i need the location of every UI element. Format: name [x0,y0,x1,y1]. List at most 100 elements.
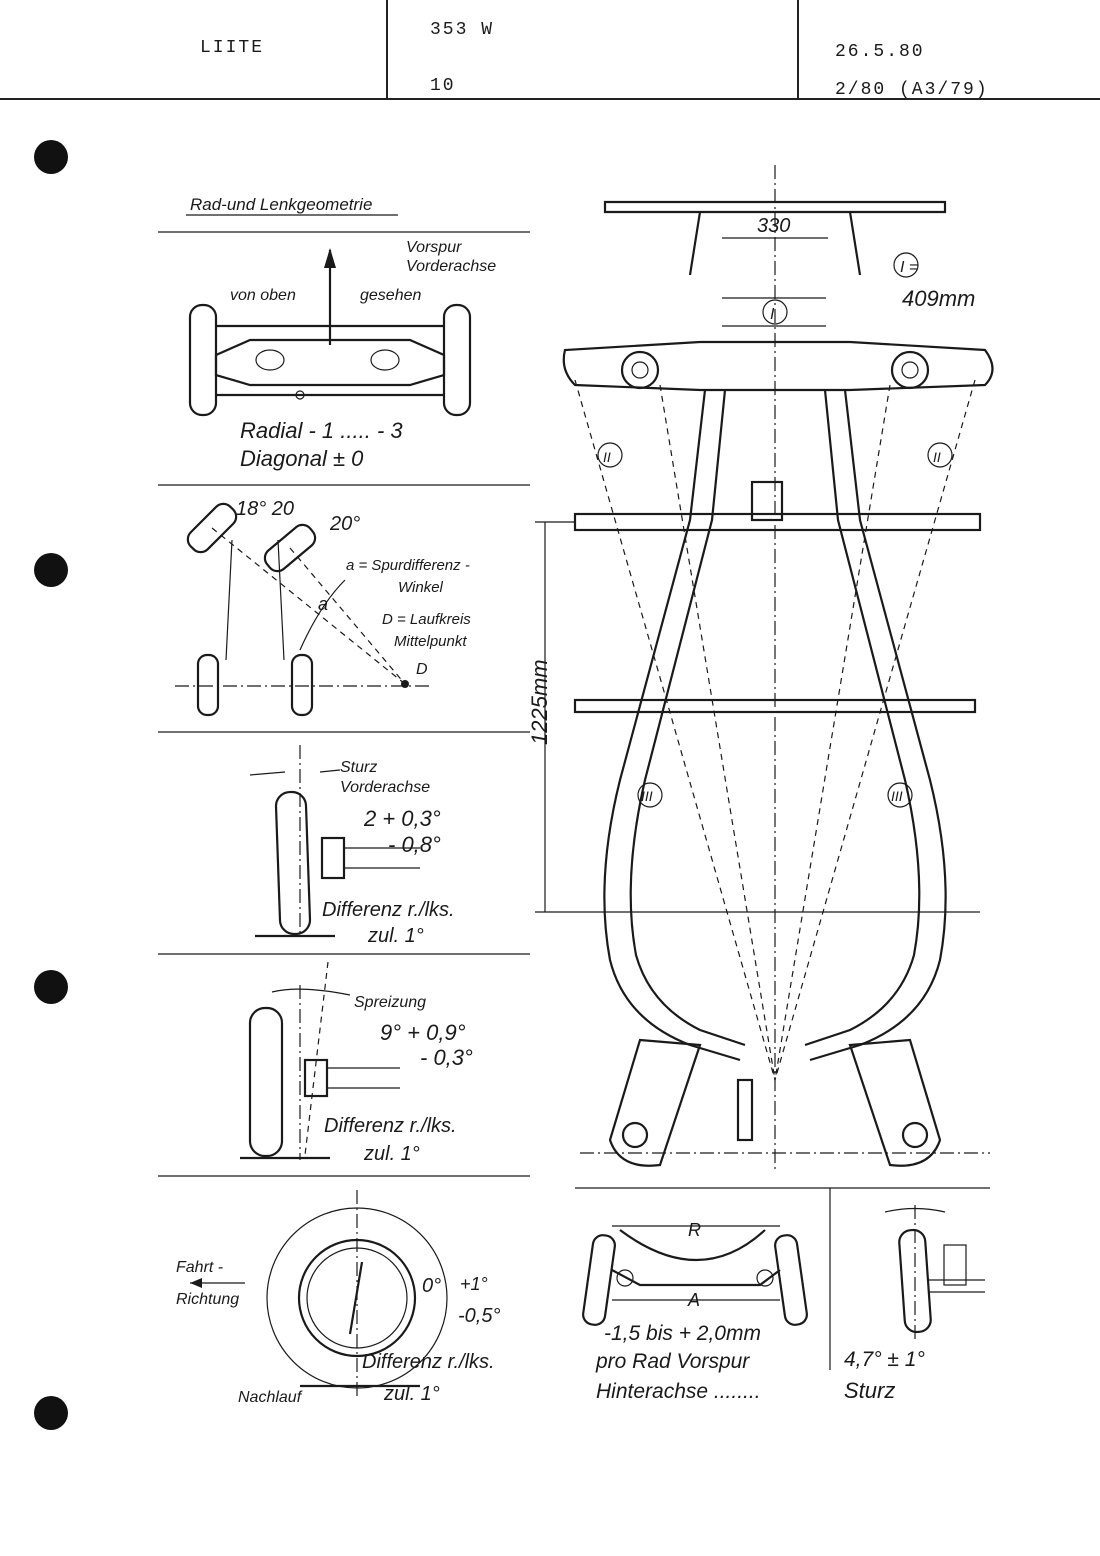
wheel-front-right [442,303,472,417]
wheel-rear-toe-right [774,1234,808,1326]
front-pivot-right [890,350,930,390]
rear-axle-joint [756,1269,774,1287]
rear-a: A [687,1290,700,1310]
header-edition: 2/80 (A3/79) [835,80,989,100]
camber-arrow [319,769,341,773]
fahrt-arrow-head [190,1278,202,1288]
camber-sturz: Sturz [340,759,377,776]
steer-alpha-label2: Winkel [398,579,444,596]
radius-line-outer [211,527,406,685]
diagonal-left [574,379,776,1081]
rear-axle-arc [619,1229,766,1262]
stub-axle [327,1067,400,1089]
caster-minus: -0,5° [458,1305,500,1327]
label-circle-II [927,442,953,468]
steer-alpha-label: a = Spurdifferenz - [346,557,470,574]
label-I-value: 409mm [902,286,975,311]
rear-camber-value: 4,7° ± 1° [844,1348,925,1371]
wheel-rear-toe-left [582,1234,616,1326]
rear-r: R [688,1220,701,1240]
label-circle-I [762,299,788,325]
label-II-right: II [933,449,941,465]
label-I-eq: I = [900,259,918,276]
steer-angle-inner: 20° [329,513,360,535]
kpi-zul: zul. 1° [363,1143,420,1165]
kpi-diff: Differenz r./lks. [324,1115,457,1137]
wheel-camber [274,790,312,936]
axle-beam [214,338,446,387]
tie-rod-joint [295,390,305,400]
rear-pro-rad: pro Rad Vorspur [595,1350,750,1373]
axle-pivot [255,349,285,371]
stub-axle [344,847,420,869]
rear-axle-joint [616,1269,634,1287]
kingpin-diagram: Spreizung 9° + 0,9° - 0,3° Differenz r./… [240,961,473,1165]
header-bottom-rule [0,98,1100,100]
label-circle-II [597,442,623,468]
bracket-center [750,480,784,522]
caster-nachlauf: Nachlauf [238,1389,303,1406]
front-crossmember [603,200,947,214]
wheel-rear-left [196,653,220,717]
punch-hole [34,1396,68,1430]
wheel-rear-camber [898,1228,932,1334]
toe-von-oben: von oben [230,287,296,304]
header-divider [386,0,388,100]
rear-camber-arc [884,1207,946,1213]
frame-line [225,539,233,661]
caster-plus: +1° [460,1274,488,1294]
caster-axis [348,1261,364,1335]
wheel-rear-right [290,653,314,717]
wheel-kingpin [248,1006,284,1158]
rear-arm-right [848,1038,942,1167]
rear-arm-left [608,1038,702,1167]
chassis-frame-diagram: 330 I I = 409mm 1225mm II [527,165,994,1403]
kpi-spreizung: Spreizung [354,994,426,1011]
kpi-value-minus: - 0,3° [420,1045,473,1070]
turning-center-point [401,680,409,688]
radius-line-inner [289,547,406,685]
camber-value-minus: - 0,8° [388,832,441,857]
toe-front-diagram: Vorspur Vorderachse von oben gesehen Rad… [188,239,496,471]
caster-richtung: Richtung [176,1291,239,1308]
rear-axle-beam [611,1269,781,1287]
steer-angle-outer: 18° 20 [236,498,294,520]
rear-sturz: Sturz [844,1378,895,1403]
frame-tube-right [809,389,947,1062]
rear-hinterachse: Hinterachse ........ [596,1380,761,1403]
camber-front-diagram: Sturz Vorderachse 2 + 0,3° - 0,8° Differ… [249,745,455,947]
steer-d-label: D = Laufkreis [382,611,471,628]
header-number: 10 [430,76,456,96]
toe-gesehen: gesehen [360,287,421,304]
toe-radial: Radial - 1 ..... - 3 [240,418,403,443]
frame-tube-left-inner [629,389,746,1047]
toe-diagonal: Diagonal ± 0 [240,446,364,471]
camber-value: 2 + 0,3° [363,806,441,831]
direction-arrow-head [324,248,336,268]
label-I: I [770,306,775,323]
frame-tube-right-inner [804,389,921,1047]
header-divider [797,0,799,100]
toe-vorderachse: Vorderachse [406,258,496,275]
punch-hole [34,970,68,1004]
hub [320,836,346,880]
diagonal-left-inner [659,384,776,1081]
rear-toe: -1,5 bis + 2,0mm [604,1322,761,1345]
crossmember-2 [573,698,977,714]
alpha-arc [299,579,346,651]
front-pivot-left-inner [631,361,649,379]
front-pivot-right-inner [901,361,919,379]
front-pivot-left [620,350,660,390]
steer-alpha: a [318,594,328,614]
header-table: LIITE 353 W 10 26.5.80 2/80 (A3/79) [0,0,1100,100]
dim-1225: 1225mm [527,659,552,745]
wheel-steered-outer [186,502,238,554]
frame-tube-left [603,389,741,1062]
wheel-front-left [188,303,218,417]
steering-angle-diagram: 18° 20 20° a a = Spurdifferenz - Winkel … [175,498,471,717]
caster-diagram: Fahrt - Richtung 0° +1° -0,5° Differenz … [176,1190,500,1406]
section-title: Rad-und Lenkgeometrie [190,195,372,214]
header-model: 353 W [430,20,495,40]
rear-pivot-right [901,1121,929,1149]
